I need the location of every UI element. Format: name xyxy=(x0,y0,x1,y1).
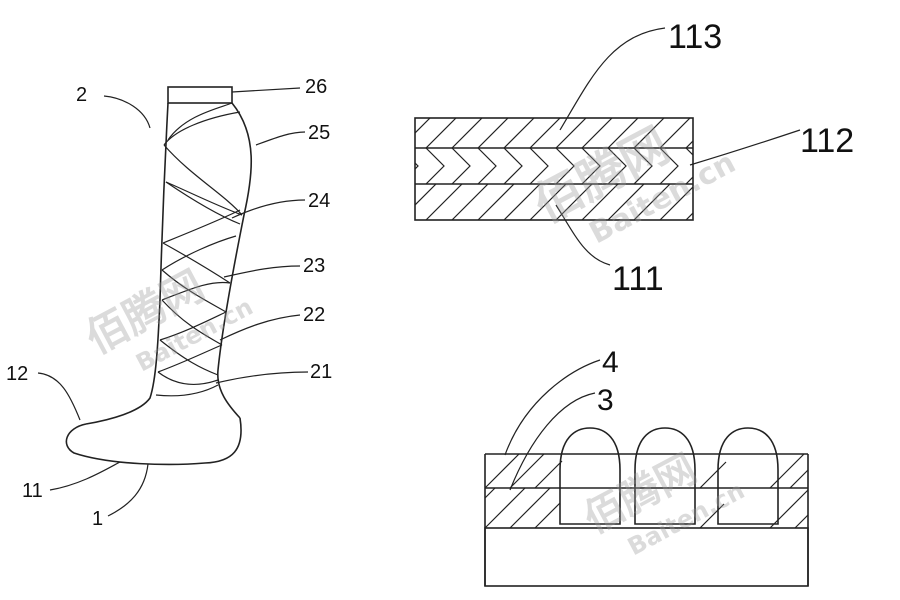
sock-leg-left-outline xyxy=(85,102,169,425)
sock-cuff-band xyxy=(167,86,233,104)
layer-111-hatch xyxy=(415,184,693,220)
sock-figure: 2 26 25 24 23 22 21 12 11 1 xyxy=(6,76,332,530)
leader-3 xyxy=(509,392,596,491)
layer-113-hatch xyxy=(415,118,693,148)
label-112: 112 xyxy=(800,122,854,160)
label-2: 2 xyxy=(76,84,87,106)
layer-section-figure: 113 112 111 xyxy=(414,18,854,298)
sock-foot-outline xyxy=(65,417,242,466)
label-113: 113 xyxy=(668,18,722,56)
bump-2 xyxy=(634,427,696,525)
label-25: 25 xyxy=(308,122,330,144)
sock-spiral-band-2 xyxy=(163,111,241,225)
layer-4-hatch xyxy=(484,453,809,489)
bump-1 xyxy=(559,427,621,525)
label-4: 4 xyxy=(602,346,619,379)
leader-12 xyxy=(37,372,81,421)
label-12: 12 xyxy=(6,363,28,385)
leader-24 xyxy=(231,199,306,219)
leader-26 xyxy=(231,87,301,93)
label-23: 23 xyxy=(303,255,325,277)
leader-111 xyxy=(555,204,611,266)
label-24: 24 xyxy=(308,190,330,212)
label-26: 26 xyxy=(305,76,327,98)
leader-4 xyxy=(504,359,601,456)
leader-2 xyxy=(103,95,151,129)
label-111: 111 xyxy=(612,260,664,298)
leader-11 xyxy=(49,461,121,491)
sock-spiral-band-5 xyxy=(161,269,231,313)
bump-3 xyxy=(717,427,779,525)
label-3: 3 xyxy=(597,384,614,417)
leader-113 xyxy=(559,27,666,131)
leader-21 xyxy=(215,371,309,384)
label-21: 21 xyxy=(310,361,332,383)
label-1: 1 xyxy=(92,508,103,530)
sock-spiral-band-1 xyxy=(163,102,243,216)
sock-spiral-band-8 xyxy=(155,371,219,397)
leader-23 xyxy=(223,265,301,278)
leader-22 xyxy=(219,314,301,341)
sock-spiral-band-3 xyxy=(162,181,243,244)
layer-112-hatch xyxy=(415,148,693,184)
leader-25 xyxy=(255,131,306,146)
sock-spiral-band-4 xyxy=(161,235,237,284)
leader-112 xyxy=(689,129,801,166)
label-11: 11 xyxy=(22,480,43,502)
label-22: 22 xyxy=(303,304,325,326)
bump-section-figure: 4 3 xyxy=(484,346,809,587)
sock-leg-right-outline xyxy=(217,102,253,419)
layer-3-hatch xyxy=(484,487,809,529)
sock-spiral-band-6 xyxy=(159,299,227,346)
sock-spiral-band-7 xyxy=(157,339,223,376)
leader-1 xyxy=(107,463,149,517)
